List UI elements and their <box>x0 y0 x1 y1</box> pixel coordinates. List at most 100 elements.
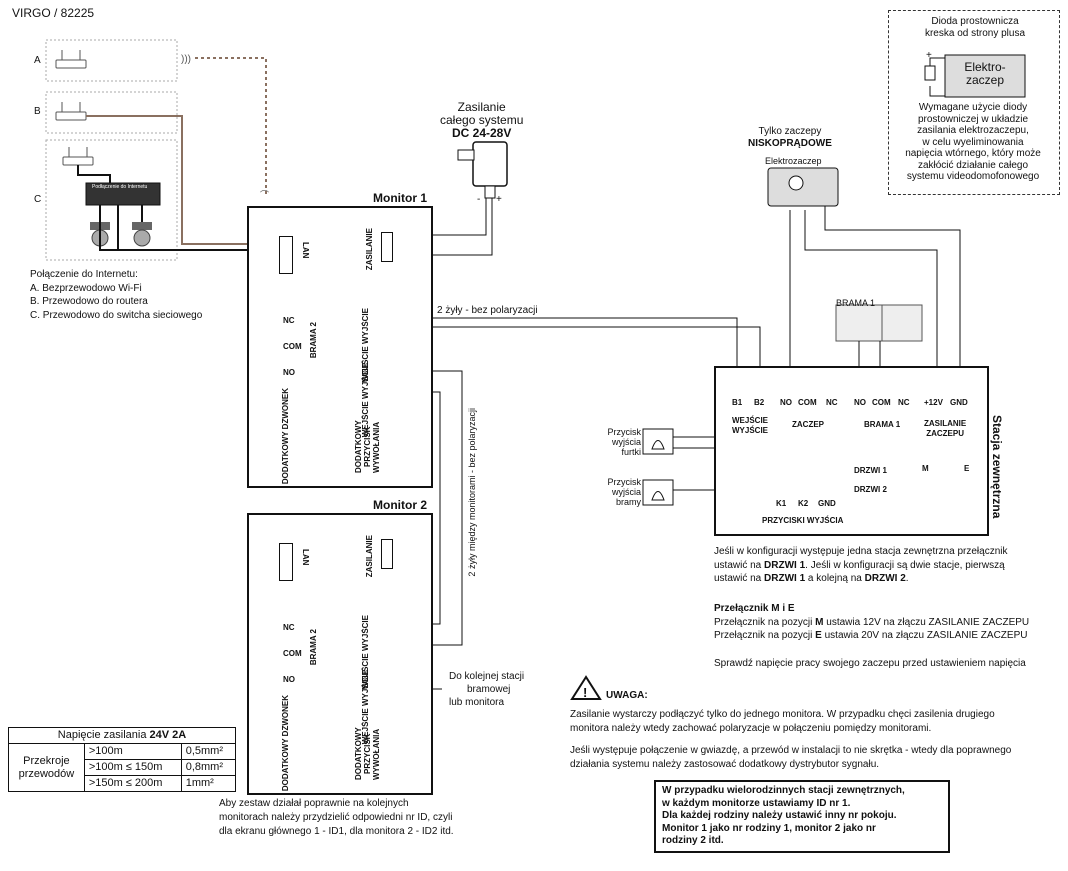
station-com2: COM <box>872 398 891 407</box>
power-line-2: całego systemu <box>440 113 524 127</box>
power-line-1: Zasilanie <box>457 100 506 114</box>
outdoor-station: B1 B2 WEJŚCIE WYJŚCIE NO COM NC ZACZEP N… <box>714 366 989 536</box>
monitor2-brama2: BRAMA 2 <box>309 629 318 666</box>
internet-b: B. Przewodowo do routera <box>30 296 148 307</box>
electric-lock-icon <box>767 167 839 207</box>
sme-l1c: ustawia 12V na złączu ZASILANIE ZACZEPU <box>823 616 1030 628</box>
id-note-2: w każdym monitorze ustawiamy ID nr 1. <box>662 797 851 809</box>
warning-title: UWAGA: <box>606 690 648 701</box>
station-zasilanie-zaczepu: ZASILANIE ZACZEPU <box>924 419 966 439</box>
monitor1-lan-label: LAN <box>301 242 310 259</box>
config-l2a: ustawić na <box>714 559 765 571</box>
monitor1-com: COM <box>283 342 302 351</box>
sme-l2b: E <box>815 630 822 641</box>
exit-button-icon-door <box>642 479 674 506</box>
btn-furtka-1: Przycisk <box>607 427 642 437</box>
button-gate-label: Przycisk wyjścia furtki <box>596 427 642 457</box>
diode-desc-1: Wymagane użycie diody <box>918 102 1028 113</box>
next-station-1: Do kolejnej stacji <box>449 671 525 682</box>
power-label: Zasilanie całego systemu DC 24-28V <box>440 101 523 140</box>
station-zas-1: ZASILANIE <box>924 419 967 428</box>
config-l3e: . <box>905 573 909 584</box>
id-note-5: rodziny 2 itd. <box>662 835 724 846</box>
monitor2: LAN ZASILANIE NC COM NO BRAMA 2 WEJŚCIE … <box>247 513 433 795</box>
sme-l1b: M <box>815 616 824 628</box>
station-k1: K1 <box>776 499 787 508</box>
diode-plus: + <box>926 50 932 61</box>
option-c-label: C <box>34 194 42 205</box>
monitor2-nc: NC <box>283 623 295 632</box>
table-cell: >100m ≤ 150m <box>83 759 182 776</box>
station-gnd: GND <box>950 398 968 407</box>
id-info-2: monitorach należy przydzielić odpowiedni… <box>219 812 453 823</box>
station-brama1: BRAMA 1 <box>864 420 901 429</box>
station-gnd2: GND <box>818 499 836 508</box>
next-station-3: lub monitora <box>449 697 505 708</box>
network-switch-icon <box>85 182 161 206</box>
monitor2-com: COM <box>283 649 302 658</box>
diode-desc-7: systemu videodomofonowego <box>906 171 1040 182</box>
id-info: Aby zestaw działał poprawnie na kolejnyc… <box>219 797 454 839</box>
monitor2-dzwonek: DODATKOWY DZWONEK <box>281 695 290 792</box>
warning-icon: ! <box>570 675 602 700</box>
diode-title-1: Dioda prostownicza <box>931 16 1019 27</box>
station-nc: NC <box>826 398 838 407</box>
warning-text: Zasilanie wystarczy podłączyć tylko do j… <box>570 708 1011 771</box>
switch-me-line-2: Przełącznik na pozycji E ustawia 20V na … <box>714 629 1029 643</box>
id-note-4: Monitor 1 jako nr rodziny 1, monitor 2 j… <box>662 822 876 834</box>
config-l3a: ustawić na <box>714 573 765 584</box>
monitor1-no: NO <box>283 368 295 377</box>
diode-desc-3: zasilania elektrozaczepu, <box>917 125 1029 136</box>
station-m: M <box>922 464 929 473</box>
table-cell: 1mm² <box>180 775 237 792</box>
monitor2-power-label: ZASILANIE <box>365 535 374 578</box>
monitor2-lan-label: LAN <box>301 549 310 566</box>
lock-only-line-1: Tylko zaczepy <box>758 126 822 137</box>
table-cell: >100m <box>83 743 182 760</box>
config-text: Jeśli w konfiguracji występuje jedna sta… <box>714 545 1007 586</box>
diode-desc-2: prostowniczej w układzie <box>917 113 1029 125</box>
power-plus: + <box>496 194 502 205</box>
monitor2-przycisk: DODATKOWY PRZYCISK WYWOŁANIA <box>354 727 381 781</box>
id-info-3: dla ekranu głównego 1 - ID1, dla monitor… <box>219 826 454 837</box>
monitor1: LAN ZASILANIE NC COM NO BRAMA 2 WEJŚCIE … <box>247 206 433 488</box>
station-b2: B2 <box>754 398 765 407</box>
station-k2: K2 <box>798 499 809 508</box>
btn-brama-1: Przycisk <box>607 477 642 487</box>
station-com: COM <box>798 398 817 407</box>
station-no: NO <box>780 398 792 407</box>
switch-me-line-1: Przełącznik na pozycji M ustawia 12V na … <box>714 616 1029 630</box>
diode-lock-name: Elektro- zaczep <box>945 61 1025 87</box>
id-note-3: Dla każdej rodziny należy ustawić inny n… <box>662 810 897 821</box>
warning-p1b: monitora należy wtedy zachować polaryzac… <box>570 722 932 734</box>
station-zas-2: ZACZEPU <box>926 429 964 438</box>
monitor2-power-connector <box>381 539 393 569</box>
lock-label: Tylko zaczepy NISKOPRĄDOWE <box>748 126 832 150</box>
diode-icon <box>924 54 1026 98</box>
switch-me-check: Sprawdź napięcie pracy swojego zaczepu p… <box>714 657 1026 669</box>
station-b1: B1 <box>732 398 743 407</box>
station-zaczep: ZACZEP <box>792 420 824 429</box>
camera-icon-2 <box>132 222 152 247</box>
warning-p2a: Jeśli występuje połączenie w gwiazdę, a … <box>570 745 1012 756</box>
monitor1-power-connector <box>381 232 393 262</box>
sme-l1a: Przełącznik na pozycji <box>714 616 816 628</box>
station-drzwi2: DRZWI 2 <box>854 485 887 494</box>
station-e: E <box>964 464 970 473</box>
warning-p1a: Zasilanie wystarczy podłączyć tylko do j… <box>570 709 995 720</box>
btn-brama-3: bramy <box>615 497 641 507</box>
id-note-1: W przypadku wielorodzinnych stacji zewnę… <box>662 785 905 796</box>
station-title: Stacja zewnętrzna <box>990 415 1004 519</box>
button-door-label: Przycisk wyjścia bramy <box>596 477 642 507</box>
internet-a: A. Bezprzewodowo Wi-Fi <box>30 282 142 294</box>
power-table-title: Napięcie zasilania 24V 2A <box>8 727 236 744</box>
table-cell: 0,5mm² <box>180 743 237 760</box>
diode-lock-2: zaczep <box>965 73 1005 87</box>
station-wejscie: WEJŚCIE WYJŚCIE <box>732 416 768 436</box>
config-line-1: Jeśli w konfiguracji występuje jedna sta… <box>714 546 1008 557</box>
config-l2c: . Jeśli w konfiguracji są dwie stacje, p… <box>805 559 1005 571</box>
config-l3b: DRZWI 1 <box>764 573 806 584</box>
router-icon-a <box>55 50 87 69</box>
